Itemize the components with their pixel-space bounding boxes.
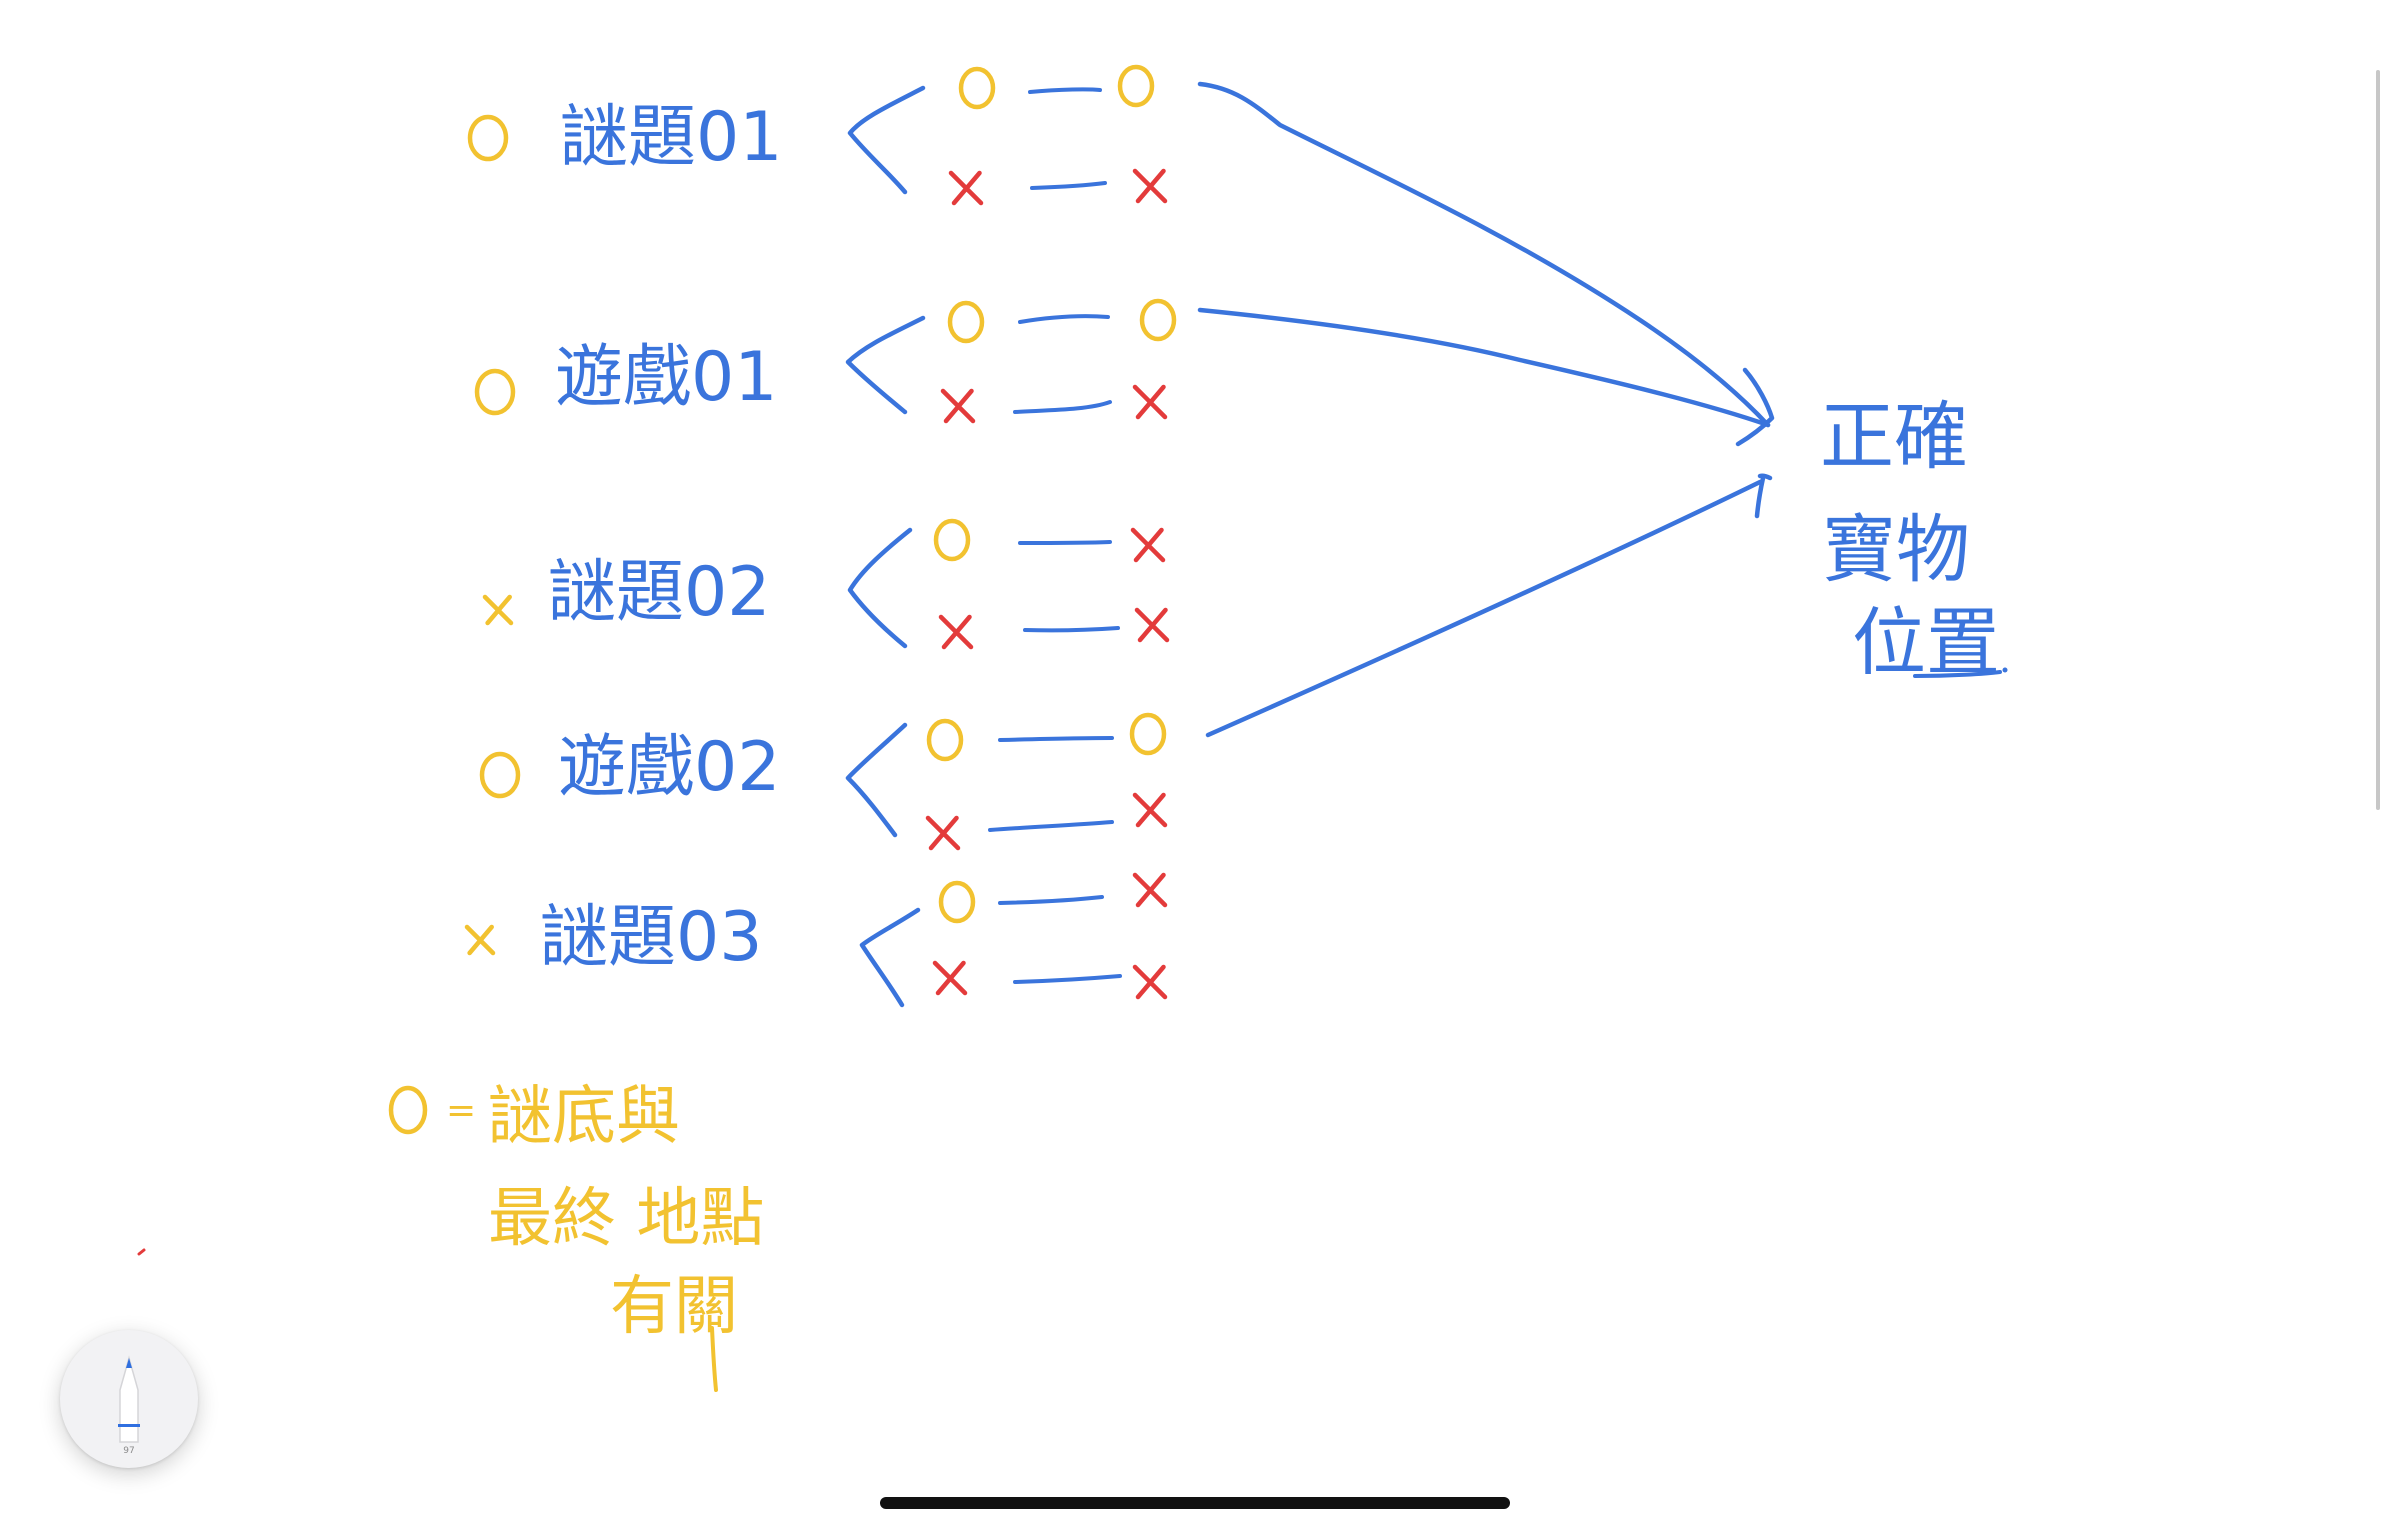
pen-size-label: 97 xyxy=(123,1446,135,1456)
pen-icon xyxy=(118,1355,140,1443)
status-marker-1 xyxy=(467,114,509,162)
outcome-4-bottom-left xyxy=(925,815,961,851)
connector-5a xyxy=(998,895,1104,905)
node-label-4: 遊戲02 xyxy=(558,728,781,807)
connector-1b xyxy=(1030,181,1107,190)
connector-2b xyxy=(1013,400,1112,414)
status-marker-4 xyxy=(479,751,521,799)
pen-tool-button[interactable]: 97 xyxy=(60,1330,198,1468)
target-label: 正確 寶物 位置 xyxy=(1820,394,2000,686)
connector-3b xyxy=(1023,626,1120,633)
outcome-1-bottom-right xyxy=(1132,168,1168,204)
target-underline xyxy=(1913,670,2002,678)
node-label-1: 謎題01 xyxy=(560,98,783,177)
connector-4a xyxy=(998,736,1114,742)
arrowhead-upper xyxy=(1735,367,1775,447)
connector-4b xyxy=(988,820,1114,832)
branch-brackets xyxy=(845,85,926,1008)
target-line-2: 寶物 xyxy=(1822,507,1970,593)
outcome-4-top-left xyxy=(926,718,964,762)
outcome-5-bottom-right xyxy=(1132,964,1168,1000)
outcome-marks xyxy=(925,64,1177,1000)
outcome-3-top-left xyxy=(933,518,971,562)
legend-line-2: 最終 地點 xyxy=(488,1182,764,1256)
node-label-5: 謎題03 xyxy=(540,898,763,977)
outcome-connectors xyxy=(988,87,1122,984)
status-marker-3 xyxy=(482,594,514,626)
outcome-4-bottom-right xyxy=(1132,792,1168,828)
legend-tail xyxy=(710,1326,718,1392)
outcome-5-top-left xyxy=(938,880,976,924)
connector-2a xyxy=(1018,314,1110,324)
arrowhead-lower xyxy=(1754,473,1773,519)
bracket-4 xyxy=(845,722,908,838)
bracket-3 xyxy=(847,527,913,649)
node-label-3: 謎題02 xyxy=(548,553,771,632)
outcome-2-top-right xyxy=(1139,298,1177,342)
stray-mark xyxy=(137,1248,146,1256)
outcome-3-bottom-right xyxy=(1134,607,1170,643)
outcome-2-bottom-right xyxy=(1132,384,1168,420)
vertical-scrollbar[interactable] xyxy=(2376,70,2380,810)
status-markers xyxy=(464,114,521,956)
legend: = 謎底與 最終 地點 有關 xyxy=(388,1080,764,1392)
outcome-5-top-right xyxy=(1132,872,1168,908)
target-dot xyxy=(2002,667,2008,673)
legend-line-1: 謎底與 xyxy=(488,1080,680,1154)
outcome-3-top-right xyxy=(1130,527,1166,563)
bracket-5 xyxy=(859,907,921,1008)
outcome-1-top-left xyxy=(958,66,996,110)
node-label-2: 遊戲01 xyxy=(555,338,778,417)
legend-line-3: 有關 xyxy=(610,1270,738,1344)
home-indicator[interactable] xyxy=(880,1497,1510,1509)
arrow-from-game-01 xyxy=(1197,307,1771,428)
outcome-4-top-right xyxy=(1129,712,1167,756)
outcome-1-top-right xyxy=(1117,64,1155,108)
arrow-from-game-02 xyxy=(1205,479,1763,738)
target-line-1: 正確 xyxy=(1820,394,1968,480)
target-line-3: 位置 xyxy=(1852,600,2000,686)
arrows-to-target xyxy=(1197,81,1775,738)
outcome-1-bottom-left xyxy=(948,170,984,206)
outcome-2-top-left xyxy=(947,300,985,344)
bracket-2 xyxy=(845,315,926,415)
connector-1a xyxy=(1028,87,1102,94)
connector-3a xyxy=(1018,540,1112,545)
status-marker-2 xyxy=(474,368,516,416)
bracket-1 xyxy=(847,85,926,195)
arrow-from-puzzle-01 xyxy=(1197,81,1771,428)
status-marker-5 xyxy=(464,924,496,956)
outcome-3-bottom-left xyxy=(938,614,974,650)
legend-separator: = xyxy=(446,1090,476,1131)
node-labels: 謎題01 遊戲01 謎題02 遊戲02 謎題03 xyxy=(540,98,783,977)
outcome-5-bottom-left xyxy=(932,960,968,996)
legend-circle xyxy=(388,1085,428,1135)
connector-5b xyxy=(1013,974,1122,984)
outcome-2-bottom-left xyxy=(940,388,976,424)
